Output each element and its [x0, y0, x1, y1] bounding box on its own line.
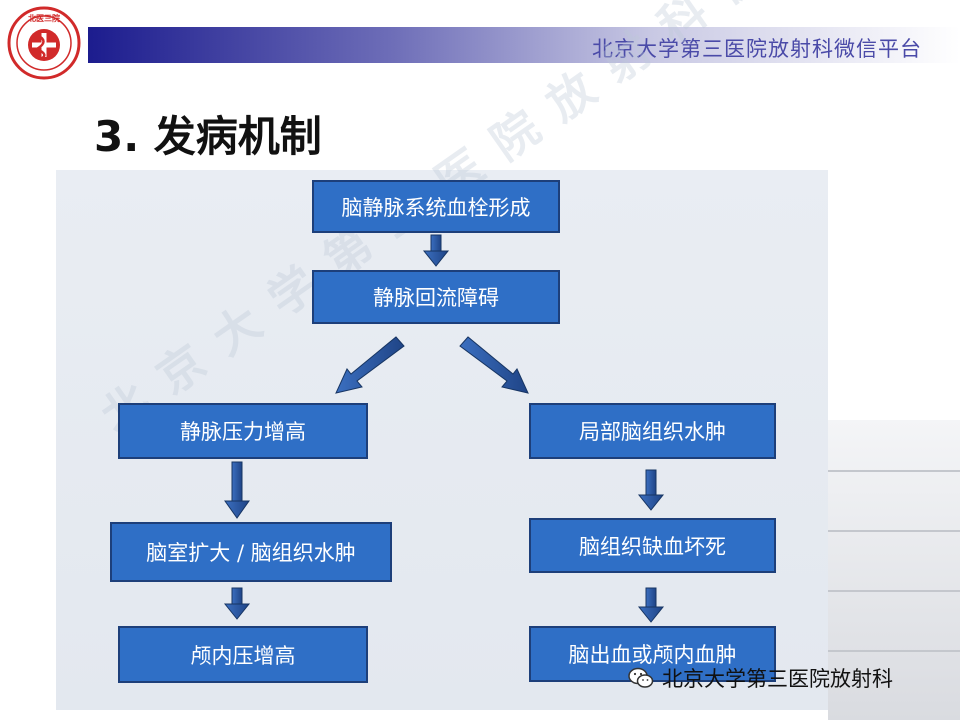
wechat-caption-text: 北京大学第三医院放射科 — [662, 663, 893, 693]
node-ventricle-enlargement: 脑室扩大 / 脑组织水肿 — [110, 522, 392, 582]
node-venous-return-obstruction: 静脉回流障碍 — [312, 270, 560, 324]
node-cerebral-venous-thrombosis: 脑静脉系统血栓形成 — [312, 180, 560, 233]
node-intracranial-pressure-increase: 颅内压增高 — [118, 626, 368, 683]
arrow-down-1 — [424, 235, 448, 266]
arrow-diagonal-right — [460, 337, 528, 393]
arrow-diagonal-left — [336, 337, 404, 393]
node-local-brain-edema: 局部脑组织水肿 — [529, 403, 776, 459]
arrow-down-5 — [639, 588, 663, 622]
wechat-caption: 北京大学第三医院放射科 — [628, 663, 893, 693]
wechat-icon — [628, 667, 654, 689]
arrow-down-2 — [225, 462, 249, 518]
node-venous-pressure-increase: 静脉压力增高 — [118, 403, 368, 459]
arrow-down-3 — [639, 470, 663, 510]
node-brain-ischemic-necrosis: 脑组织缺血坏死 — [529, 518, 776, 573]
arrow-down-4 — [225, 588, 249, 619]
